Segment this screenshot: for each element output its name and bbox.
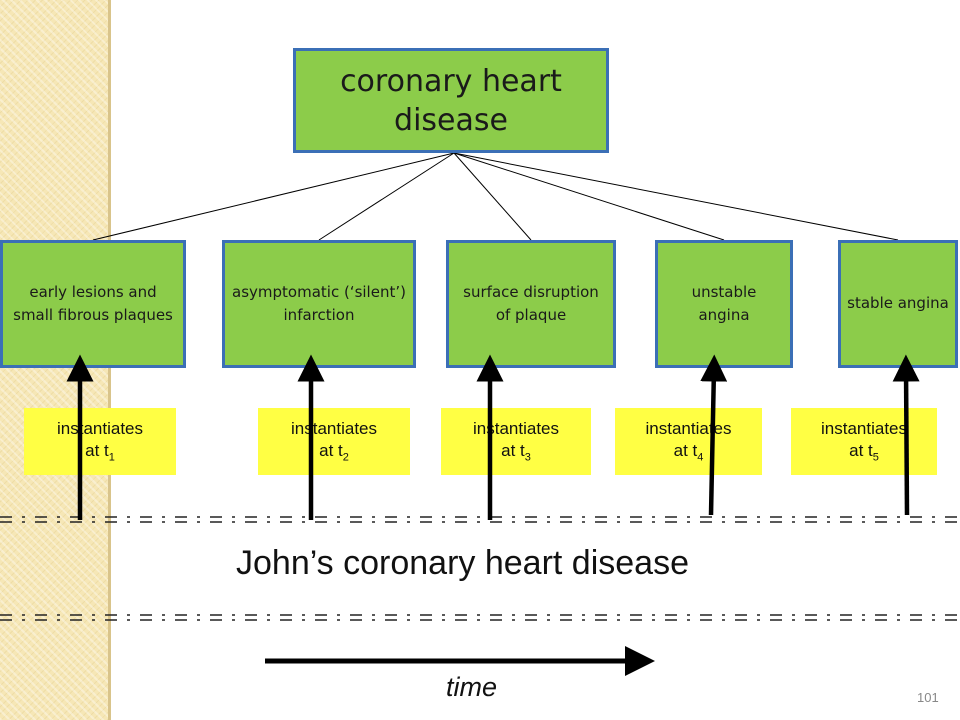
instantiates-text: instantiates xyxy=(291,419,377,439)
instance-boundary-bottom xyxy=(0,613,960,623)
instantiates-at: at t xyxy=(849,441,873,461)
child-node-label: stable angina xyxy=(847,294,949,313)
instantiates-text: instantiates xyxy=(821,419,907,439)
child-node-label: asymptomatic (‘silent’) infarction xyxy=(232,282,406,324)
instance-boundary-top xyxy=(0,515,960,525)
instantiates-label-3: instantiates at t3 xyxy=(441,408,591,475)
child-node-label: unstable angina xyxy=(691,282,757,324)
instantiates-time: at t3 xyxy=(501,440,531,465)
time-subscript: 5 xyxy=(872,451,879,464)
root-node-label: coronary heart disease xyxy=(340,63,562,138)
child-node-early-lesions: early lesions and small fibrous plaques xyxy=(0,240,186,368)
connector-line xyxy=(453,152,899,241)
child-node-label: surface disruption of plaque xyxy=(463,282,599,324)
instantiates-time: at t4 xyxy=(674,440,704,465)
time-label: time xyxy=(446,672,498,702)
instance-label: John’s coronary heart disease xyxy=(236,544,689,582)
time-subscript: 1 xyxy=(108,451,115,464)
root-node: coronary heart disease xyxy=(293,48,609,153)
instantiates-label-5: instantiates at t5 xyxy=(791,408,937,475)
instantiates-at: at t xyxy=(85,441,109,461)
instantiates-at: at t xyxy=(501,441,525,461)
instantiates-text: instantiates xyxy=(57,419,143,439)
connector-line xyxy=(318,152,455,241)
instantiates-time: at t5 xyxy=(849,440,879,465)
child-node-stable-angina: stable angina xyxy=(838,240,958,368)
child-node-label: early lesions and small fibrous plaques xyxy=(13,282,173,324)
instantiates-text: instantiates xyxy=(645,419,732,439)
instantiates-time: at t1 xyxy=(85,440,115,465)
instantiates-label-4: instantiates at t4 xyxy=(615,408,762,475)
connector-line xyxy=(453,152,725,241)
instantiates-label-2: instantiates at t2 xyxy=(258,408,410,475)
time-subscript: 2 xyxy=(342,451,349,464)
connector-line xyxy=(92,152,455,241)
instantiates-at: at t xyxy=(319,441,343,461)
instantiates-at: at t xyxy=(673,441,698,461)
connector-line xyxy=(453,152,532,241)
instantiates-time: at t2 xyxy=(319,440,349,465)
child-node-unstable-angina: unstable angina xyxy=(655,240,793,368)
instantiates-label-1: instantiates at t1 xyxy=(24,408,176,475)
time-subscript: 4 xyxy=(697,451,704,464)
child-node-silent-infarction: asymptomatic (‘silent’) infarction xyxy=(222,240,416,368)
instantiates-text: instantiates xyxy=(473,419,559,439)
child-node-surface-disruption: surface disruption of plaque xyxy=(446,240,616,368)
time-subscript: 3 xyxy=(524,451,531,464)
page-number: 101 xyxy=(917,690,939,705)
